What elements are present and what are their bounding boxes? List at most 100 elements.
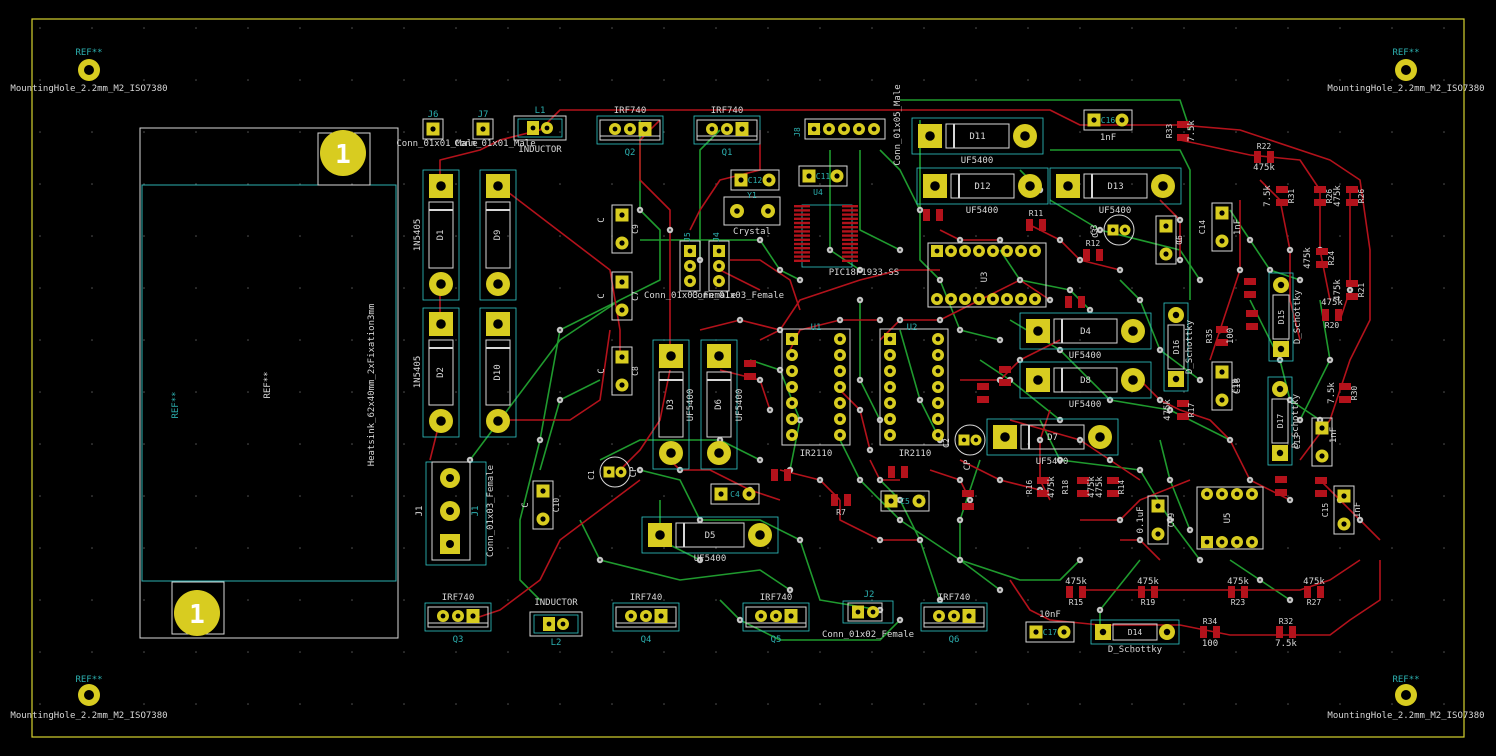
diode-pad-round[interactable]: [1121, 368, 1145, 392]
ic-pad[interactable]: [932, 397, 944, 409]
ic-pad[interactable]: [1246, 536, 1258, 548]
resistor-r7[interactable]: R7: [831, 494, 851, 517]
diode-pad-square[interactable]: [1056, 174, 1080, 198]
transistor-pad[interactable]: [654, 609, 668, 623]
ic-pad[interactable]: [834, 429, 846, 441]
transistor-pad[interactable]: [466, 609, 480, 623]
resistor-smd[interactable]: [962, 490, 974, 510]
connector-j4[interactable]: J4: [708, 232, 730, 292]
transistor-pad[interactable]: [609, 123, 621, 135]
ic-pad[interactable]: [959, 293, 971, 305]
capacitor-pad[interactable]: [1215, 206, 1229, 220]
capacitor-pad[interactable]: [1215, 393, 1229, 407]
diode-pad-round[interactable]: [1168, 307, 1184, 323]
connector-pad[interactable]: [808, 123, 820, 135]
connector-pad[interactable]: [440, 534, 460, 554]
capacitor-pad[interactable]: [1337, 489, 1351, 503]
capacitor-pad[interactable]: [536, 484, 550, 498]
ic-pad[interactable]: [884, 381, 896, 393]
capacitor-pad[interactable]: [1057, 625, 1071, 639]
resistor-smd[interactable]: [771, 469, 791, 481]
ic-pad[interactable]: [1201, 536, 1213, 548]
ic-pad[interactable]: [834, 365, 846, 377]
connector-pad[interactable]: [684, 245, 696, 257]
ic-pad[interactable]: [932, 349, 944, 361]
capacitor-pad[interactable]: [615, 275, 629, 289]
capacitor-c8[interactable]: C8C: [597, 346, 640, 396]
diode-pad-square[interactable]: [1026, 368, 1050, 392]
diode-d10[interactable]: D10: [479, 307, 517, 438]
resistor-smd[interactable]: [1244, 278, 1256, 298]
diode-pad-round[interactable]: [1013, 124, 1037, 148]
capacitor-pad[interactable]: [1115, 113, 1129, 127]
capacitor-pad[interactable]: [742, 487, 756, 501]
transistor-pad[interactable]: [452, 610, 464, 622]
capacitor-pad[interactable]: [615, 236, 629, 250]
resistor-r11[interactable]: R11: [1026, 209, 1046, 231]
connector-pad[interactable]: [713, 260, 725, 272]
diode-pad-square[interactable]: [1273, 341, 1289, 357]
transistor-pad[interactable]: [784, 609, 798, 623]
transistor-pad[interactable]: [755, 610, 767, 622]
ic-pad[interactable]: [1001, 293, 1013, 305]
connector-j7[interactable]: J7: [472, 110, 494, 140]
diode-pad-square[interactable]: [923, 174, 947, 198]
ic-pad[interactable]: [1231, 488, 1243, 500]
diode-pad-round[interactable]: [1151, 174, 1175, 198]
diode-pad-round[interactable]: [707, 441, 731, 465]
diode-pad-square[interactable]: [1026, 319, 1050, 343]
transistor-pad[interactable]: [948, 610, 960, 622]
connector-pad[interactable]: [713, 245, 725, 257]
ic-pad[interactable]: [932, 413, 944, 425]
ic-pad[interactable]: [945, 293, 957, 305]
inductor-pad[interactable]: [543, 617, 555, 631]
ic-pad[interactable]: [987, 293, 999, 305]
connector-pad[interactable]: [440, 501, 460, 521]
connector-pad[interactable]: [853, 123, 865, 135]
ic-pad[interactable]: [1216, 536, 1228, 548]
ic-pad[interactable]: [786, 381, 798, 393]
transistor-pad[interactable]: [638, 122, 652, 136]
capacitor-pad[interactable]: [734, 173, 748, 187]
connector-pad[interactable]: [440, 468, 460, 488]
ic-pad[interactable]: [884, 365, 896, 377]
ic-pad[interactable]: [1201, 488, 1213, 500]
ic-pad[interactable]: [959, 245, 971, 257]
ic-pad[interactable]: [1231, 536, 1243, 548]
transistor-pad[interactable]: [625, 610, 637, 622]
transistor-pad[interactable]: [933, 610, 945, 622]
capacitor-pad[interactable]: [536, 512, 550, 526]
ic-pad[interactable]: [834, 397, 846, 409]
capacitor-c11[interactable]: C11: [798, 165, 848, 187]
capacitor-pad[interactable]: [1151, 527, 1165, 541]
transistor-pad[interactable]: [962, 609, 976, 623]
capacitor-c5[interactable]: C5: [880, 490, 930, 512]
diode-pad-square[interactable]: [1095, 624, 1111, 640]
diode-pad-round[interactable]: [659, 441, 683, 465]
capacitor-pad[interactable]: [1159, 219, 1173, 233]
inductor-pad[interactable]: [541, 122, 553, 134]
capacitor-pad[interactable]: [970, 434, 982, 446]
capacitor-pad[interactable]: [615, 378, 629, 392]
